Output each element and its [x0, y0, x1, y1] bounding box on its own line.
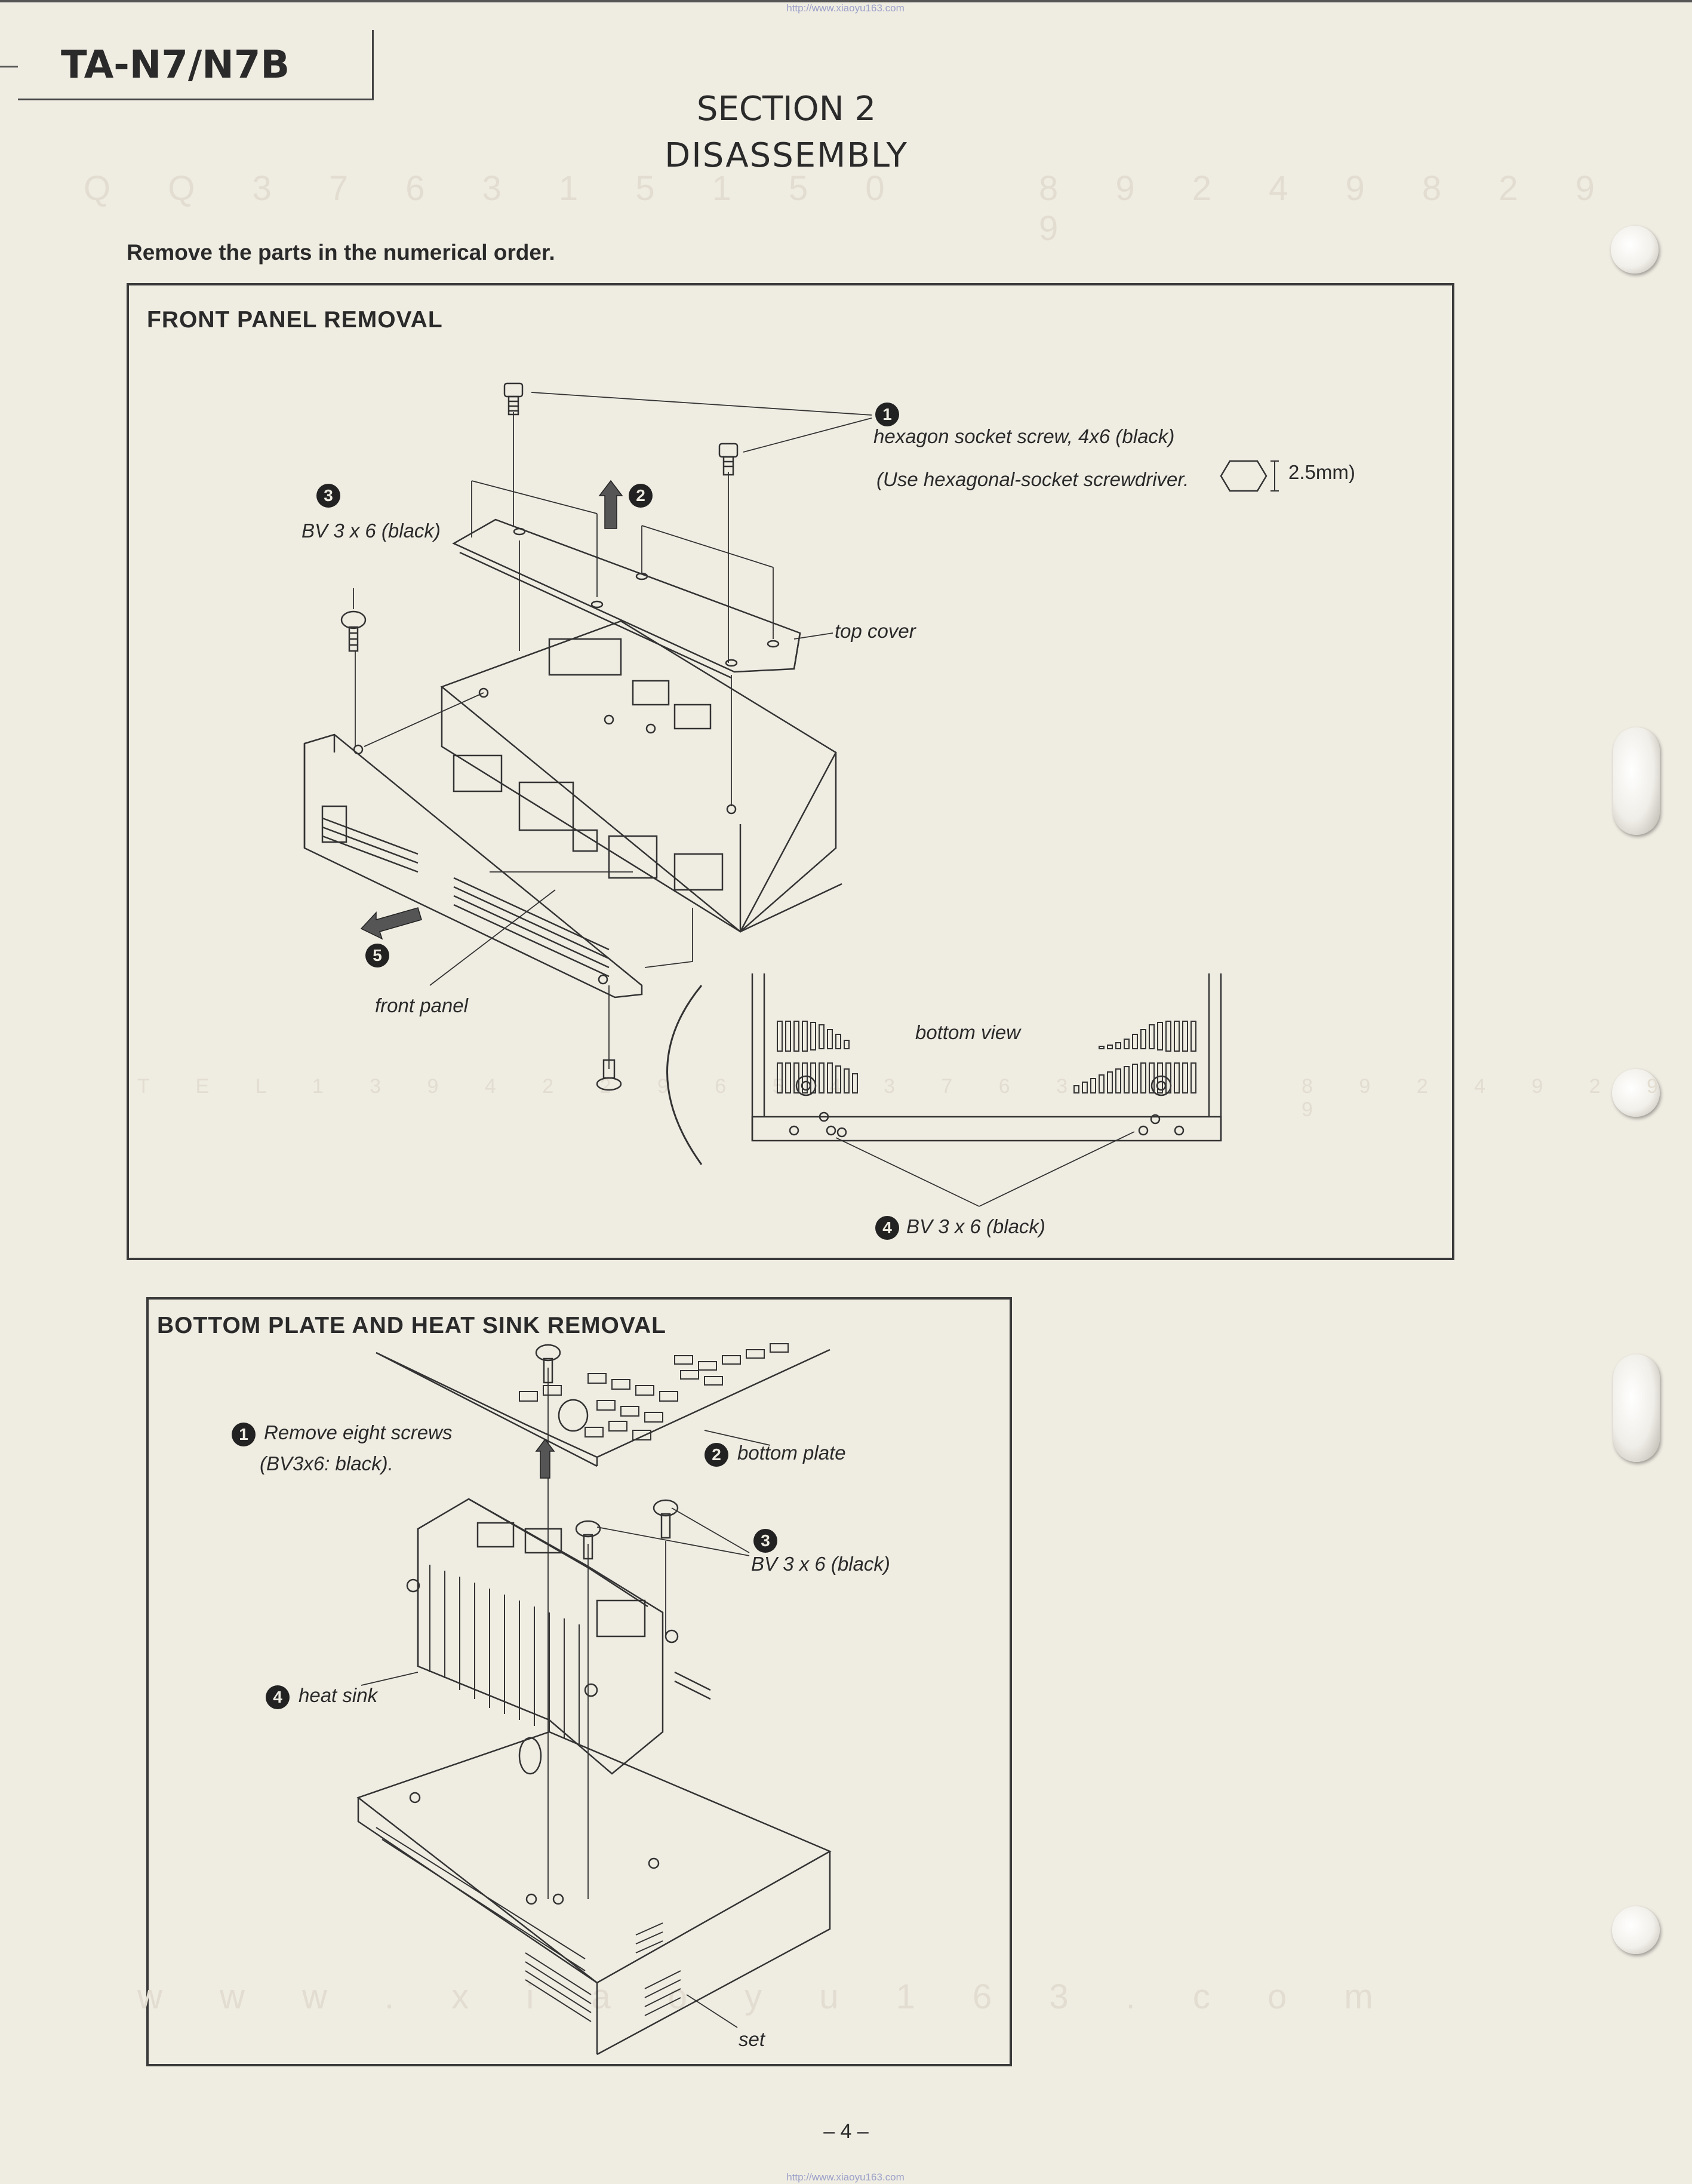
- step-1-badge: 1: [875, 403, 899, 426]
- step-3-badge: 3: [316, 484, 340, 508]
- remove-screws-label: Remove eight screws: [264, 1421, 453, 1443]
- bv-screw-heat-2: [654, 1500, 678, 1538]
- bv-screw-3-label: BV 3 x 6 (black): [302, 520, 441, 542]
- binder-hole: [1612, 1069, 1660, 1117]
- bv-screw-plate: [536, 1345, 560, 1383]
- bv-screw-heat-1: [576, 1521, 600, 1559]
- model-label: TA-N7/N7B: [18, 30, 374, 100]
- step-2-badge: 2: [629, 484, 653, 508]
- binder-slot: [1613, 727, 1660, 835]
- page-number: – 4 –: [823, 2120, 869, 2143]
- watermark-qq: Q Q 3 7 6 3 1 5 1 5 0: [84, 169, 909, 208]
- vent-slots-right: [1074, 1021, 1196, 1093]
- binder-hole: [1611, 226, 1659, 274]
- front-panel-label: front panel: [375, 994, 468, 1016]
- heat-sink-label: heat sink: [299, 1684, 378, 1706]
- pull-arrow: [361, 908, 422, 939]
- figure-title: FRONT PANEL REMOVAL: [147, 307, 443, 333]
- bottom-plate-removal-figure: BOTTOM PLATE AND HEAT SINK REMOVAL: [146, 1297, 1012, 2066]
- set-chassis: [358, 1732, 830, 1983]
- bottom-view-label: bottom view: [915, 1021, 1021, 1043]
- step-4-badge: 4: [266, 1685, 290, 1709]
- bottom-plate-part: [376, 1350, 830, 1457]
- step-2-badge: 2: [705, 1443, 728, 1467]
- bv-screw-4-label: BV 3 x 6 (black): [906, 1215, 1045, 1237]
- binder-slot: [1613, 1354, 1660, 1462]
- step-3-badge: 3: [753, 1529, 777, 1553]
- hex-screw-2: [719, 444, 737, 475]
- source-url-bottom: http://www.xiaoyu163.com: [786, 2171, 905, 2183]
- watermark-tel-mid: 3 7 6 3: [884, 1075, 1088, 1098]
- watermark-qq-right: 8 9 2 4 9 8 2 9 9: [1039, 169, 1619, 248]
- section-number: SECTION 2: [696, 90, 876, 128]
- hex-screw-label: hexagon socket screw, 4x6 (black): [873, 425, 1175, 447]
- vent-slots-left: [777, 1021, 857, 1093]
- bottom-plate-label: bottom plate: [737, 1442, 846, 1464]
- watermark-tel-right: 8 9 2 4 9 2 9 9: [1302, 1075, 1679, 1121]
- watermark-tel: T E L 1 3 9 4 2 2 9 6 5 4: [137, 1075, 862, 1098]
- binder-hole: [1612, 1906, 1660, 1954]
- bv-screw-front-top: [342, 612, 365, 651]
- hex-size-label: 2.5mm): [1288, 461, 1355, 483]
- detail-arc: [667, 985, 702, 1165]
- hex-note-label: (Use hexagonal-socket screwdriver.: [876, 468, 1189, 490]
- hexagon-symbol: [1221, 461, 1266, 491]
- top-cover-label: top cover: [835, 620, 916, 642]
- front-panel-removal-figure: FRONT PANEL REMOVAL: [127, 283, 1454, 1260]
- section-title: DISASSEMBLY: [665, 136, 908, 175]
- intro-text: Remove the parts in the numerical order.: [127, 240, 555, 265]
- remove-screws-label-2: (BV3x6: black).: [260, 1452, 393, 1475]
- set-label: set: [739, 2028, 765, 2050]
- step-5-badge: 5: [365, 944, 389, 967]
- figure-title: BOTTOM PLATE AND HEAT SINK REMOVAL: [157, 1313, 666, 1338]
- watermark-www: w w w . x i a o y u 1 6 3 . c o m: [137, 1977, 1397, 2016]
- step-4-badge: 4: [875, 1216, 899, 1240]
- bv-screw-bottom: [597, 1060, 621, 1090]
- bv-screw-label: BV 3 x 6 (black): [751, 1553, 890, 1575]
- margin-tick: [0, 66, 18, 67]
- bottom-view-inset: [752, 973, 1221, 1206]
- source-url-top: http://www.xiaoyu163.com: [786, 2, 905, 14]
- lift-arrow: [599, 481, 622, 529]
- top-rule: [0, 0, 1692, 2]
- step-1-badge: 1: [232, 1423, 256, 1446]
- lift-arrow: [536, 1439, 554, 1478]
- hex-screw-1: [504, 383, 522, 414]
